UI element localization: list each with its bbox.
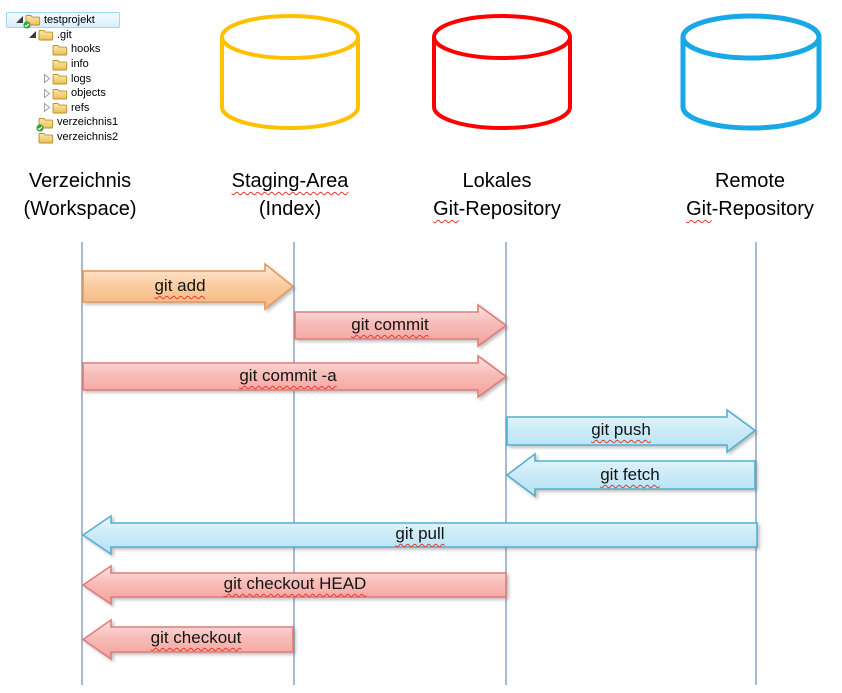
tree-item-label: testprojekt xyxy=(44,13,95,26)
git-commit-label: git commit xyxy=(351,315,429,334)
lane-title: Lokales xyxy=(462,170,532,192)
expander-collapsed-icon[interactable] xyxy=(40,73,52,84)
tree-item-label: verzeichnis2 xyxy=(57,131,119,144)
lane-subtitle: (Index) xyxy=(258,198,322,220)
lane-subtitle: (Workspace) xyxy=(23,198,137,220)
check-badge-icon xyxy=(36,122,44,132)
folder-icon xyxy=(52,58,69,71)
staging-cylinder xyxy=(220,14,360,130)
lane-header-remote-repo: Remote Git-Repository xyxy=(640,167,842,223)
lane-header-workspace: Verzeichnis (Workspace) xyxy=(0,167,190,223)
tree-item-testprojekt[interactable]: testprojekt xyxy=(6,12,120,29)
local-repo-cylinder xyxy=(432,14,572,130)
git-checkout-label: git checkout xyxy=(150,628,242,647)
lane-title: Remote xyxy=(714,170,786,192)
git-pull-label: git pull xyxy=(395,524,445,543)
folder-icon xyxy=(52,101,69,114)
expander-none xyxy=(40,44,52,55)
expander-collapsed-icon[interactable] xyxy=(40,102,52,113)
file-tree: testprojekt .git hooks info logs objects xyxy=(6,12,166,144)
lane-title: Staging-Area xyxy=(231,170,349,192)
tree-item-info[interactable]: info xyxy=(6,57,166,72)
tree-item-logs[interactable]: logs xyxy=(6,71,166,86)
folder-icon xyxy=(38,28,55,41)
folder-icon xyxy=(52,72,69,85)
tree-item-label: info xyxy=(71,58,89,71)
git-fetch-label: git fetch xyxy=(600,465,660,484)
lane-subtitle-rest: -Repository xyxy=(711,198,814,220)
folder-icon xyxy=(52,43,69,56)
expander-none xyxy=(26,132,38,143)
tree-item-verzeichnis1[interactable]: verzeichnis1 xyxy=(6,115,166,132)
expander-expanded-icon[interactable] xyxy=(13,14,25,25)
lane-subtitle-rest: -Repository xyxy=(458,198,561,220)
git-push-arrow xyxy=(506,408,757,454)
git-checkout-head-arrow xyxy=(81,564,507,606)
lane-subtitle-git: Git xyxy=(433,198,459,220)
tree-item-label: verzeichnis1 xyxy=(57,116,119,129)
git-commit-a-label: git commit -a xyxy=(239,366,337,385)
lane-title: Verzeichnis xyxy=(28,170,132,192)
git-commit-a-arrow xyxy=(82,354,508,399)
tree-item-refs[interactable]: refs xyxy=(6,101,166,116)
lane-header-local-repo: Lokales Git-Repository xyxy=(387,167,607,223)
remote-repo-cylinder xyxy=(680,13,822,131)
tree-item-label: hooks xyxy=(71,43,101,56)
tree-item-label: .git xyxy=(57,28,72,41)
lane-header-staging: Staging-Area (Index) xyxy=(180,167,400,223)
git-add-label: git add xyxy=(154,276,206,295)
tree-item-label: logs xyxy=(71,72,92,85)
check-badge-icon xyxy=(23,19,31,29)
folder-check-icon xyxy=(36,116,55,132)
tree-item-objects[interactable]: objects xyxy=(6,86,166,101)
lane-subtitle-git: Git xyxy=(686,198,712,220)
expander-collapsed-icon[interactable] xyxy=(40,88,52,99)
tree-item-label: refs xyxy=(71,101,90,114)
tree-item-label: objects xyxy=(71,87,106,100)
expander-none xyxy=(40,59,52,70)
tree-item-hooks[interactable]: hooks xyxy=(6,42,166,57)
folder-icon xyxy=(38,131,55,144)
git-checkout-head-label: git checkout HEAD xyxy=(223,574,367,593)
tree-item-git[interactable]: .git xyxy=(6,28,166,43)
git-commit-arrow xyxy=(294,303,508,348)
folder-check-icon xyxy=(23,13,42,29)
git-fetch-arrow xyxy=(505,452,756,498)
git-pull-arrow xyxy=(81,514,758,556)
git-checkout-arrow xyxy=(81,618,294,661)
tree-item-verzeichnis2[interactable]: verzeichnis2 xyxy=(6,130,166,145)
git-push-label: git push xyxy=(591,420,651,439)
folder-icon xyxy=(52,87,69,100)
expander-expanded-icon[interactable] xyxy=(26,29,38,40)
git-add-arrow xyxy=(82,262,295,311)
